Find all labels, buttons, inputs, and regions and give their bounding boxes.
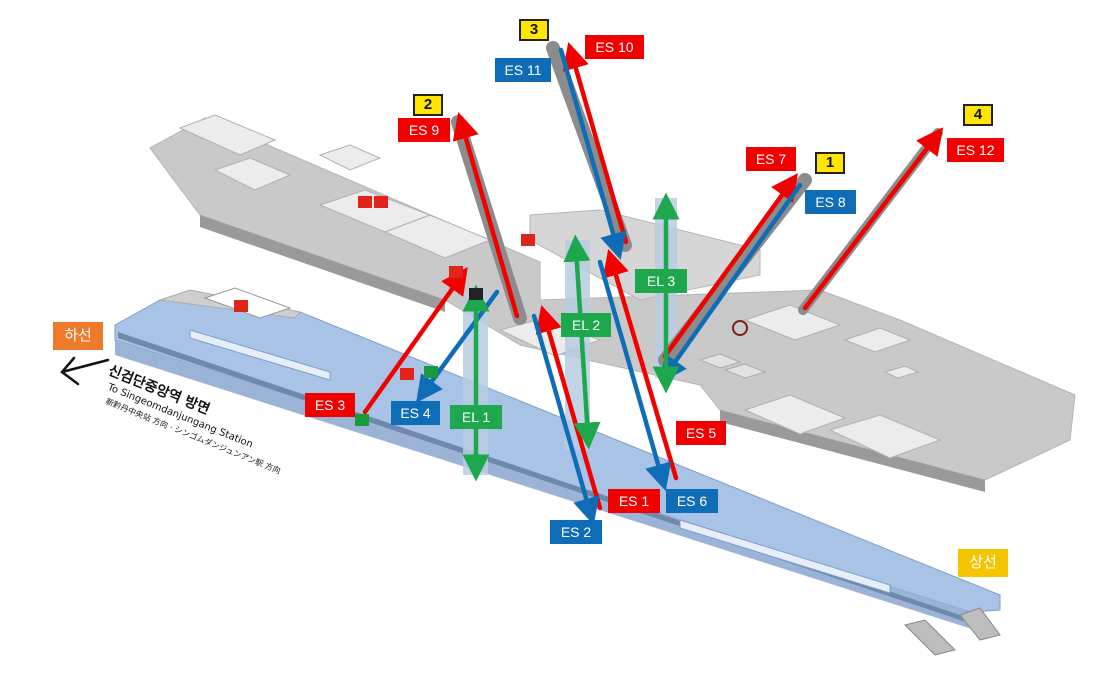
es6-label: ES 6	[666, 489, 718, 513]
es6-arrow	[597, 259, 672, 491]
elevator-icon	[469, 288, 483, 300]
es8-arrow	[660, 182, 803, 384]
exit-2-number: 2	[413, 94, 443, 116]
es7-arrow	[662, 173, 798, 359]
exit-4-number: 4	[963, 104, 993, 126]
es12-arrow	[802, 127, 944, 311]
emergency-exit-icon	[424, 366, 438, 378]
info-icon	[732, 320, 748, 336]
down-line-label: 하선	[53, 322, 103, 350]
es9-arrow	[452, 112, 520, 319]
restroom-icon	[400, 368, 414, 380]
el2-label: EL 2	[561, 313, 611, 337]
es5-arrow	[602, 249, 679, 481]
es10-arrow	[562, 42, 629, 245]
es3-arrow	[362, 266, 468, 415]
es12-label: ES 12	[947, 138, 1004, 162]
restroom-icon	[358, 196, 372, 208]
es1-label: ES 1	[608, 489, 660, 513]
el3-label: EL 3	[635, 269, 687, 293]
facility-icons	[234, 196, 748, 426]
up-line-label: 상선	[958, 549, 1008, 577]
es2-label: ES 2	[550, 520, 602, 544]
es2-arrow	[531, 313, 600, 525]
elevator-arrows	[462, 192, 680, 482]
es3-label: ES 3	[305, 393, 355, 417]
es11-label: ES 11	[495, 58, 551, 82]
es11-arrow	[558, 47, 627, 260]
restroom-icon	[374, 196, 388, 208]
es9-label: ES 9	[398, 118, 450, 142]
es5-label: ES 5	[676, 421, 726, 445]
emergency-exit-icon	[355, 414, 369, 426]
es7-label: ES 7	[746, 147, 796, 171]
es8-label: ES 8	[805, 190, 856, 214]
restroom-icon	[234, 300, 248, 312]
es4-label: ES 4	[391, 401, 440, 425]
restroom-icon	[521, 234, 535, 246]
el2-arrow	[563, 234, 601, 450]
exit-1-number: 1	[815, 152, 845, 174]
restroom-icon	[449, 266, 463, 278]
exit-3-number: 3	[519, 19, 549, 41]
down-direction-arrow-icon	[60, 356, 110, 386]
el1-label: EL 1	[450, 405, 502, 429]
es10-label: ES 10	[585, 35, 644, 59]
